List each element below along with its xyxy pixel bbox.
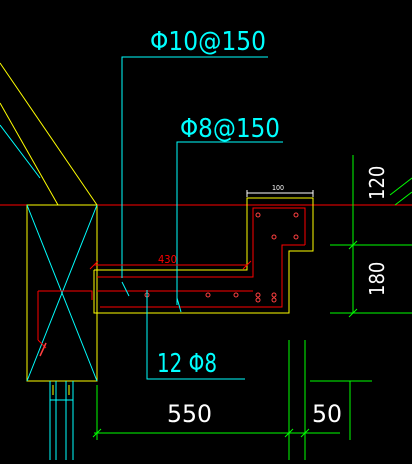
dim-50-label: 50 (312, 400, 342, 428)
leader-lines (121, 56, 283, 380)
bottom-bar-label: 12 Φ8 (157, 349, 217, 379)
wall-post (49, 381, 74, 460)
mid-bar-label: Φ8@150 (180, 114, 280, 144)
rebar-dots (144, 212, 299, 303)
dim-430-label: 430 (158, 253, 177, 266)
dim-120-label: 120 (365, 166, 389, 200)
dim-550-label: 550 (167, 400, 212, 428)
slab-outline (93, 197, 314, 314)
roof-outline (0, 62, 98, 206)
column-outline (26, 204, 98, 382)
wall-post-accents (52, 385, 70, 395)
top-bar-label: Φ10@150 (150, 27, 266, 57)
dim-430-line (89, 260, 252, 270)
dim-100-line (246, 190, 314, 197)
dim-100-label: 100 (272, 184, 284, 192)
slab-rebar (97, 207, 306, 308)
dim-180-label: 180 (365, 262, 389, 296)
dim-bottom-lines (92, 340, 372, 460)
dim-right-vertical (330, 155, 412, 318)
roof-inner-line (0, 124, 41, 179)
column-tie-mark (39, 342, 47, 357)
